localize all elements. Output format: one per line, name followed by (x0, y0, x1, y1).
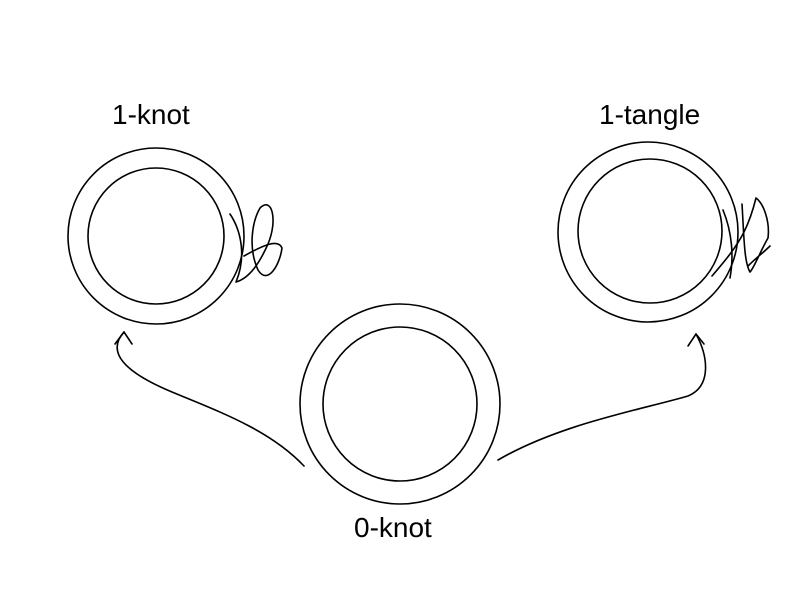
arrow-to-one-tangle (497, 333, 707, 461)
zero-knot-outer-ring (299, 303, 501, 505)
one-tangle-inner-ring (577, 158, 723, 304)
zero-knot-label: 0-knot (354, 512, 432, 543)
zero-knot-figure: 0-knot (299, 303, 501, 543)
one-tangle-label: 1-tangle (599, 99, 700, 130)
arrow-to-one-tangle-curve (497, 333, 707, 461)
one-tangle-outer-ring (557, 141, 739, 323)
one-tangle-figure: 1-tangle (557, 99, 771, 323)
arrow-to-one-knot-head (114, 331, 133, 345)
zero-knot-inner-ring (322, 326, 478, 482)
arrow-to-one-knot (114, 331, 305, 467)
one-knot-inner-ring (87, 167, 225, 305)
one-knot-outer-ring (67, 147, 245, 325)
one-knot-figure: 1-knot (67, 99, 283, 325)
one-knot-label: 1-knot (112, 99, 190, 130)
one-tangle-twist (711, 197, 771, 279)
arrow-to-one-knot-curve (116, 331, 305, 467)
arrow-to-one-tangle-head (687, 333, 705, 347)
one-knot-twist (229, 204, 283, 283)
